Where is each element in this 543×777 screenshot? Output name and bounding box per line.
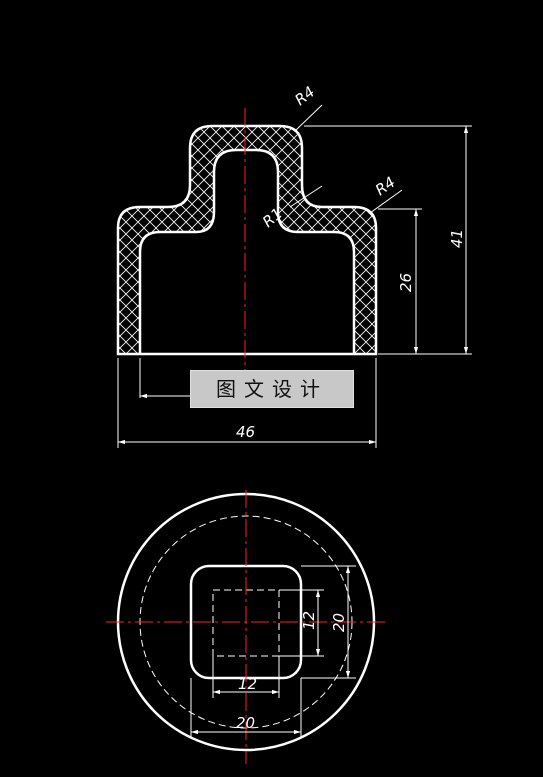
section-view (116, 108, 378, 372)
watermark-label: 图文设计 (190, 370, 354, 408)
dim-label-26: 26 (397, 273, 415, 292)
dim-label-20-vertical: 20 (330, 613, 348, 632)
leader-r1 (289, 185, 323, 208)
dim-label-20-horizontal: 20 (236, 714, 255, 732)
leader-r4-shoulder (369, 189, 403, 214)
label-r4-top: R4 (291, 83, 318, 109)
wall-hatch (116, 124, 378, 356)
leader-r4-top (295, 104, 323, 131)
bottom-extension-lines (190, 565, 356, 738)
bottom-view (106, 490, 388, 764)
dim-label-46: 46 (236, 423, 255, 441)
radius-leaders (289, 104, 403, 214)
dim-label-41: 41 (448, 229, 466, 248)
extension-lines (117, 125, 472, 448)
dim-label-12-vertical: 12 (300, 611, 318, 630)
dim-label-12-horizontal: 12 (238, 675, 257, 693)
